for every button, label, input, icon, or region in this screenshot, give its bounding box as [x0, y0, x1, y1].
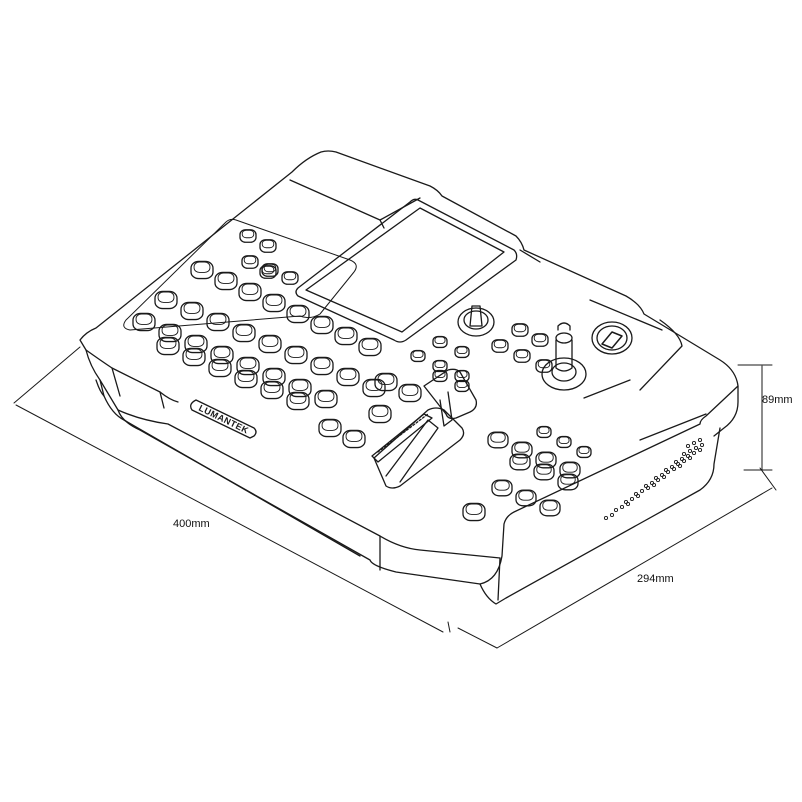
bus-row-2-key-8[interactable]: [336, 367, 360, 387]
bus-row-3-key-6[interactable]: [262, 367, 286, 387]
right-row-1-key-4[interactable]: [559, 461, 581, 479]
bus-row-1-key-2[interactable]: [214, 271, 238, 291]
bus-row-2-key-2[interactable]: [180, 301, 204, 321]
button-grid: [132, 229, 592, 522]
brand-label: LUMANTEK: [197, 403, 250, 436]
bus-row-3-key-4[interactable]: [210, 345, 234, 365]
width-dimension-label: 400mm: [173, 518, 210, 530]
bus-row-2-key-3[interactable]: [206, 312, 230, 332]
bus-row-2-key-4[interactable]: [232, 323, 256, 343]
right-row-1-key-1[interactable]: [487, 431, 509, 449]
ptz-key-r2-2[interactable]: [513, 349, 531, 363]
right-single-key-1[interactable]: [462, 502, 486, 522]
bus-row-3-key-7[interactable]: [288, 378, 312, 398]
bus-row-2-key-1[interactable]: [154, 290, 178, 310]
bus-row-1-key-1[interactable]: [190, 260, 214, 280]
auto-key-2[interactable]: [342, 429, 366, 449]
bus-row-2-key-9[interactable]: [362, 378, 386, 398]
device-body: [79, 150, 739, 605]
bus-row-1-key-4[interactable]: [262, 293, 286, 313]
right-row-2-key-1[interactable]: [491, 479, 513, 497]
bus-row-2-key-7[interactable]: [310, 356, 334, 376]
bus-row-4-key-6[interactable]: [286, 391, 310, 411]
dimension-lines: [13, 346, 777, 649]
small-key-r3-2[interactable]: [454, 379, 470, 393]
ptz-key-r1-1[interactable]: [511, 323, 529, 337]
bus-row-1-key-6[interactable]: [310, 315, 334, 335]
right-row-2-key-2[interactable]: [515, 489, 537, 507]
right-row-3-key-1[interactable]: [509, 453, 531, 471]
bus-row-1-key-8[interactable]: [358, 337, 382, 357]
bus-row-3-key-2[interactable]: [158, 323, 182, 343]
rotary-knob-icon: [457, 305, 495, 337]
bus-row-1-key-5[interactable]: [286, 304, 310, 324]
small-key-r2-1[interactable]: [410, 349, 426, 363]
brand-plate: LUMANTEK: [190, 399, 257, 439]
bus-row-4-key-4[interactable]: [234, 369, 258, 389]
bus-row-2-key-6[interactable]: [284, 345, 308, 365]
bus-row-4-key-3[interactable]: [208, 358, 232, 378]
small-key-r3-1[interactable]: [432, 369, 448, 383]
transition-key-1[interactable]: [374, 372, 398, 392]
bus-row-4-key-1[interactable]: [156, 336, 180, 356]
top-small-key-a-1[interactable]: [239, 229, 257, 243]
top-small-key-c-1[interactable]: [259, 265, 277, 279]
joystick-icon: [541, 322, 587, 391]
transition-key-2[interactable]: [398, 383, 422, 403]
small-key-r2-2[interactable]: [432, 359, 448, 373]
right-small-key-1[interactable]: [536, 425, 552, 439]
cut-key-1[interactable]: [368, 404, 392, 424]
small-key-r1-1[interactable]: [432, 335, 448, 349]
bus-row-1-key-3[interactable]: [238, 282, 262, 302]
right-row-1-key-2[interactable]: [511, 441, 533, 459]
bus-row-3-key-1[interactable]: [132, 312, 156, 332]
right-row-2-key-3[interactable]: [539, 499, 561, 517]
top-small-key-b-3[interactable]: [281, 271, 299, 285]
top-small-key-a-2[interactable]: [259, 239, 277, 253]
right-small-key-3[interactable]: [576, 445, 592, 459]
bus-row-3-key-8[interactable]: [314, 389, 338, 409]
bus-row-4-key-2[interactable]: [182, 347, 206, 367]
pz-logo-icon: [591, 321, 633, 355]
bus-row-3-key-3[interactable]: [184, 334, 208, 354]
ptz-key-r2-1[interactable]: [491, 339, 509, 353]
height-dimension-label: 89mm: [762, 394, 793, 406]
top-small-key-b-1[interactable]: [241, 255, 259, 269]
auto-key-1[interactable]: [318, 418, 342, 438]
right-row-1-key-3[interactable]: [535, 451, 557, 469]
depth-dimension-label: 294mm: [637, 573, 674, 585]
t-bar-icon: [371, 368, 478, 489]
bus-row-1-key-7[interactable]: [334, 326, 358, 346]
side-vent-holes: [603, 437, 705, 521]
right-row-3-key-3[interactable]: [557, 473, 579, 491]
small-key-r1-2[interactable]: [454, 345, 470, 359]
ptz-key-r1-2[interactable]: [531, 333, 549, 347]
bus-row-4-key-5[interactable]: [260, 380, 284, 400]
small-key-r2-3[interactable]: [454, 369, 470, 383]
right-small-key-2[interactable]: [556, 435, 572, 449]
right-row-3-key-2[interactable]: [533, 463, 555, 481]
bus-row-3-key-5[interactable]: [236, 356, 260, 376]
lcd-screen: [295, 198, 518, 343]
bus-row-2-key-5[interactable]: [258, 334, 282, 354]
